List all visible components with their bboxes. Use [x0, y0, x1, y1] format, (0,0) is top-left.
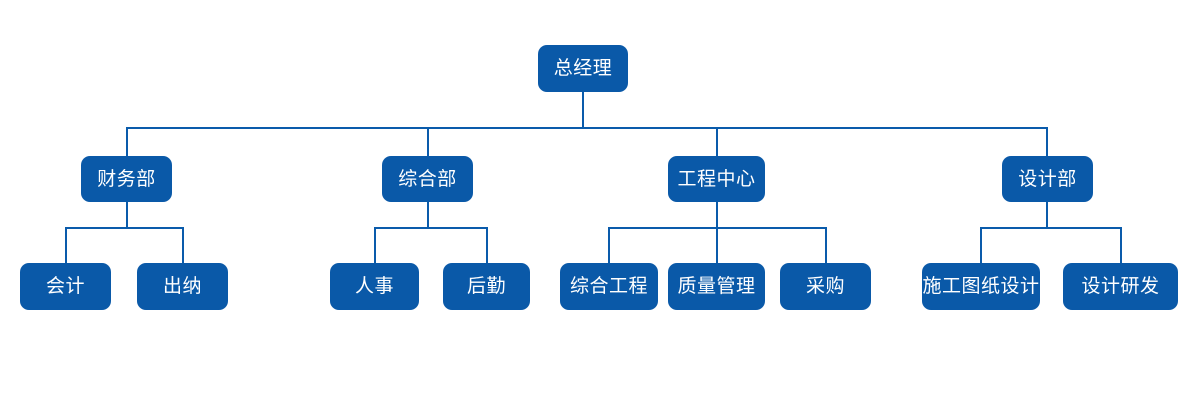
connector-stem-group-engineering	[716, 202, 718, 227]
node-rd[interactable]: 设计研发	[1063, 263, 1178, 310]
node-root[interactable]: 总经理	[538, 45, 628, 92]
connector-drop-group-finance-0	[65, 227, 67, 263]
connector-bus-group-design	[980, 227, 1121, 229]
connector-drop-group-design-1	[1120, 227, 1122, 263]
connector-drop-group-general-0	[374, 227, 376, 263]
connector-drop-group-engineering-1	[716, 227, 718, 263]
node-engineering[interactable]: 工程中心	[668, 156, 765, 202]
node-design[interactable]: 设计部	[1002, 156, 1093, 202]
connector-level2-bus	[126, 127, 1048, 129]
connector-drop-finance	[126, 127, 128, 158]
connector-root-stem	[582, 92, 584, 129]
node-accounting[interactable]: 会计	[20, 263, 111, 310]
node-cashier[interactable]: 出纳	[137, 263, 228, 310]
connector-drop-group-engineering-2	[825, 227, 827, 263]
connector-drop-group-design-0	[980, 227, 982, 263]
connector-drop-general	[427, 127, 429, 158]
connector-stem-group-finance	[126, 202, 128, 227]
connector-drop-group-finance-1	[182, 227, 184, 263]
node-general[interactable]: 综合部	[382, 156, 473, 202]
node-hr[interactable]: 人事	[330, 263, 419, 310]
node-comp-eng[interactable]: 综合工程	[560, 263, 658, 310]
connector-drop-group-engineering-0	[608, 227, 610, 263]
connector-drop-engineering	[716, 127, 718, 158]
connector-bus-group-general	[374, 227, 487, 229]
node-quality[interactable]: 质量管理	[668, 263, 765, 310]
connector-stem-group-design	[1046, 202, 1048, 227]
connector-drop-design	[1046, 127, 1048, 158]
node-logistics[interactable]: 后勤	[443, 263, 530, 310]
node-drawing[interactable]: 施工图纸设计	[922, 263, 1040, 310]
connector-drop-group-general-1	[486, 227, 488, 263]
connector-stem-group-general	[427, 202, 429, 227]
node-finance[interactable]: 财务部	[81, 156, 172, 202]
node-procurement[interactable]: 采购	[780, 263, 871, 310]
connector-bus-group-finance	[65, 227, 183, 229]
